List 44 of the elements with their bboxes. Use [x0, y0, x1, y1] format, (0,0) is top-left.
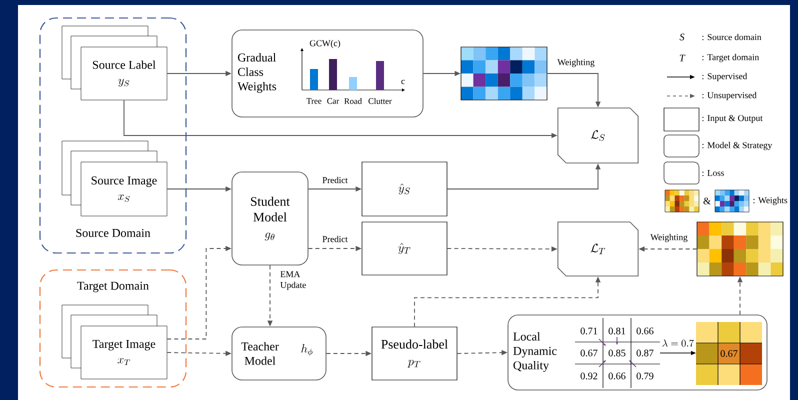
node-label: $y_S$ [118, 78, 130, 87]
loss-box: $\mathcal{L}_S$ [558, 108, 639, 164]
grid-value: 0.67 [580, 350, 598, 356]
legend-text: : Model & Strategy [702, 142, 772, 150]
grid-value: 0.87 [636, 350, 654, 356]
weight-map [696, 222, 784, 276]
grid-value: 0.81 [608, 328, 626, 334]
grid-value: 0.66 [608, 372, 626, 380]
node-label: $x_T$ [118, 358, 130, 366]
grid-value: 0.67 [720, 350, 738, 357]
stacked-image-box: Source Label $y_S$ [62, 26, 168, 100]
node-label: $x_S$ [118, 194, 130, 202]
legend-symbol: T [680, 54, 686, 62]
threshold-formula: $\lambda = 0.7$ [662, 340, 694, 347]
legend-text: : Source domain [702, 34, 762, 40]
legend-text: : Supervised [702, 72, 748, 82]
axis-label: GCW(c) [310, 40, 340, 48]
grid-value: 0.71 [580, 328, 598, 334]
weight-map [460, 46, 548, 100]
legend-symbol: S [680, 34, 684, 40]
category-label: Road [344, 98, 362, 104]
category-label: Car [327, 98, 340, 104]
grid-value: 0.92 [580, 372, 598, 380]
stacked-image-box: Target Image $x_T$ [62, 304, 168, 380]
category-label: Clutter [368, 98, 392, 104]
loss-box: $\mathcal{L}_T$ [558, 222, 639, 276]
legend-text: : Loss [702, 170, 724, 176]
model-box: Student Model $g_\theta$ [232, 172, 308, 266]
category-label: Tree [306, 98, 322, 104]
edge-label: EMA Update [280, 271, 306, 290]
stacked-image-box: Source Image $x_S$ [62, 140, 168, 216]
legend-symbol: & [704, 198, 711, 204]
output-box: Pseudo-label $p_T$ [372, 326, 458, 380]
legend-text: : Input & Output [702, 115, 763, 123]
legend-text: : Target domain [702, 54, 759, 62]
legend-text: : Weights [753, 196, 788, 206]
output-box: $\hat{y}_S$ [362, 162, 448, 216]
output-box: $\hat{y}_T$ [362, 222, 448, 276]
grid-value: 0.66 [636, 328, 654, 334]
grid-value: 0.85 [608, 350, 626, 356]
grid-value: 0.79 [636, 372, 654, 380]
legend-text: : Unsupervised [702, 92, 757, 100]
model-box: Teacher Model $h_\phi$ [232, 326, 326, 380]
axis-label: c [401, 80, 405, 84]
